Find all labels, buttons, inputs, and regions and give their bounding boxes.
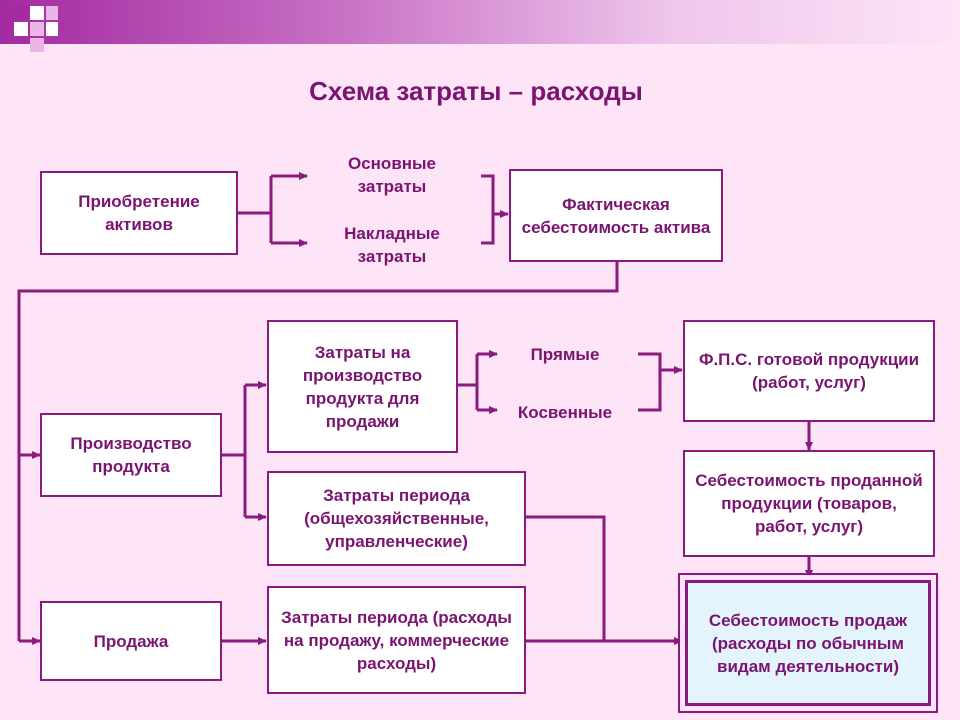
fps-finished-box: Ф.П.С. готовой продукции (работ, услуг) xyxy=(683,320,935,422)
indirect-label: Косвенные xyxy=(517,403,613,422)
decor-square xyxy=(14,22,28,36)
acquisition-box: Приобретение активов xyxy=(40,171,238,255)
bracket xyxy=(481,174,495,245)
fps-finished-label: Ф.П.С. готовой продукции (работ, услуг) xyxy=(698,350,920,392)
production-label: Производство продукта xyxy=(70,434,192,476)
production-costs-box: Затраты на производство продукта для про… xyxy=(267,320,458,453)
actual-cost-asset-box: Фактическая себестоимость актива xyxy=(509,169,723,262)
cost-sold-box: Себестоимость проданной продукции (товар… xyxy=(683,450,935,557)
sale-box: Продажа xyxy=(40,601,222,681)
period-costs-selling-label: Затраты периода (расходы на продажу, ком… xyxy=(281,607,512,673)
decor-square xyxy=(30,6,44,20)
decor-square xyxy=(14,6,28,20)
bracket xyxy=(638,352,662,412)
actual-cost-asset-label: Фактическая себестоимость актива xyxy=(521,194,711,237)
decor-square xyxy=(30,22,44,36)
period-costs-selling-box: Затраты периода (расходы на продажу, ком… xyxy=(267,586,526,694)
decor-square xyxy=(46,22,58,36)
connector xyxy=(526,515,606,641)
direct-label: Прямые xyxy=(530,345,600,364)
production-costs-label: Затраты на производство продукта для про… xyxy=(302,342,423,431)
cost-of-sales-label: Себестоимость продаж (расходы по обычным… xyxy=(708,610,908,676)
decor-square xyxy=(30,38,44,52)
cost-of-sales-box: Себестоимость продаж (расходы по обычным… xyxy=(686,581,930,705)
overhead-costs-label: Накладные затраты xyxy=(344,224,440,266)
cost-sold-label: Себестоимость проданной продукции (товар… xyxy=(695,471,923,536)
page-title-text: Схема затраты – расходы xyxy=(309,76,643,106)
main-costs-label: Основные затраты xyxy=(347,154,437,196)
header-gradient-bar xyxy=(0,0,960,44)
page-title: Схема затраты – расходы xyxy=(0,76,960,107)
connector xyxy=(17,262,619,641)
production-box: Производство продукта xyxy=(40,413,222,497)
period-costs-admin-box: Затраты периода (общехозяйственные, упра… xyxy=(267,471,526,566)
period-costs-admin-label: Затраты периода (общехозяйственные, упра… xyxy=(304,486,489,551)
acquisition-label: Приобретение активов xyxy=(78,192,200,234)
decor-square xyxy=(46,6,58,20)
sale-label: Продажа xyxy=(93,631,169,651)
